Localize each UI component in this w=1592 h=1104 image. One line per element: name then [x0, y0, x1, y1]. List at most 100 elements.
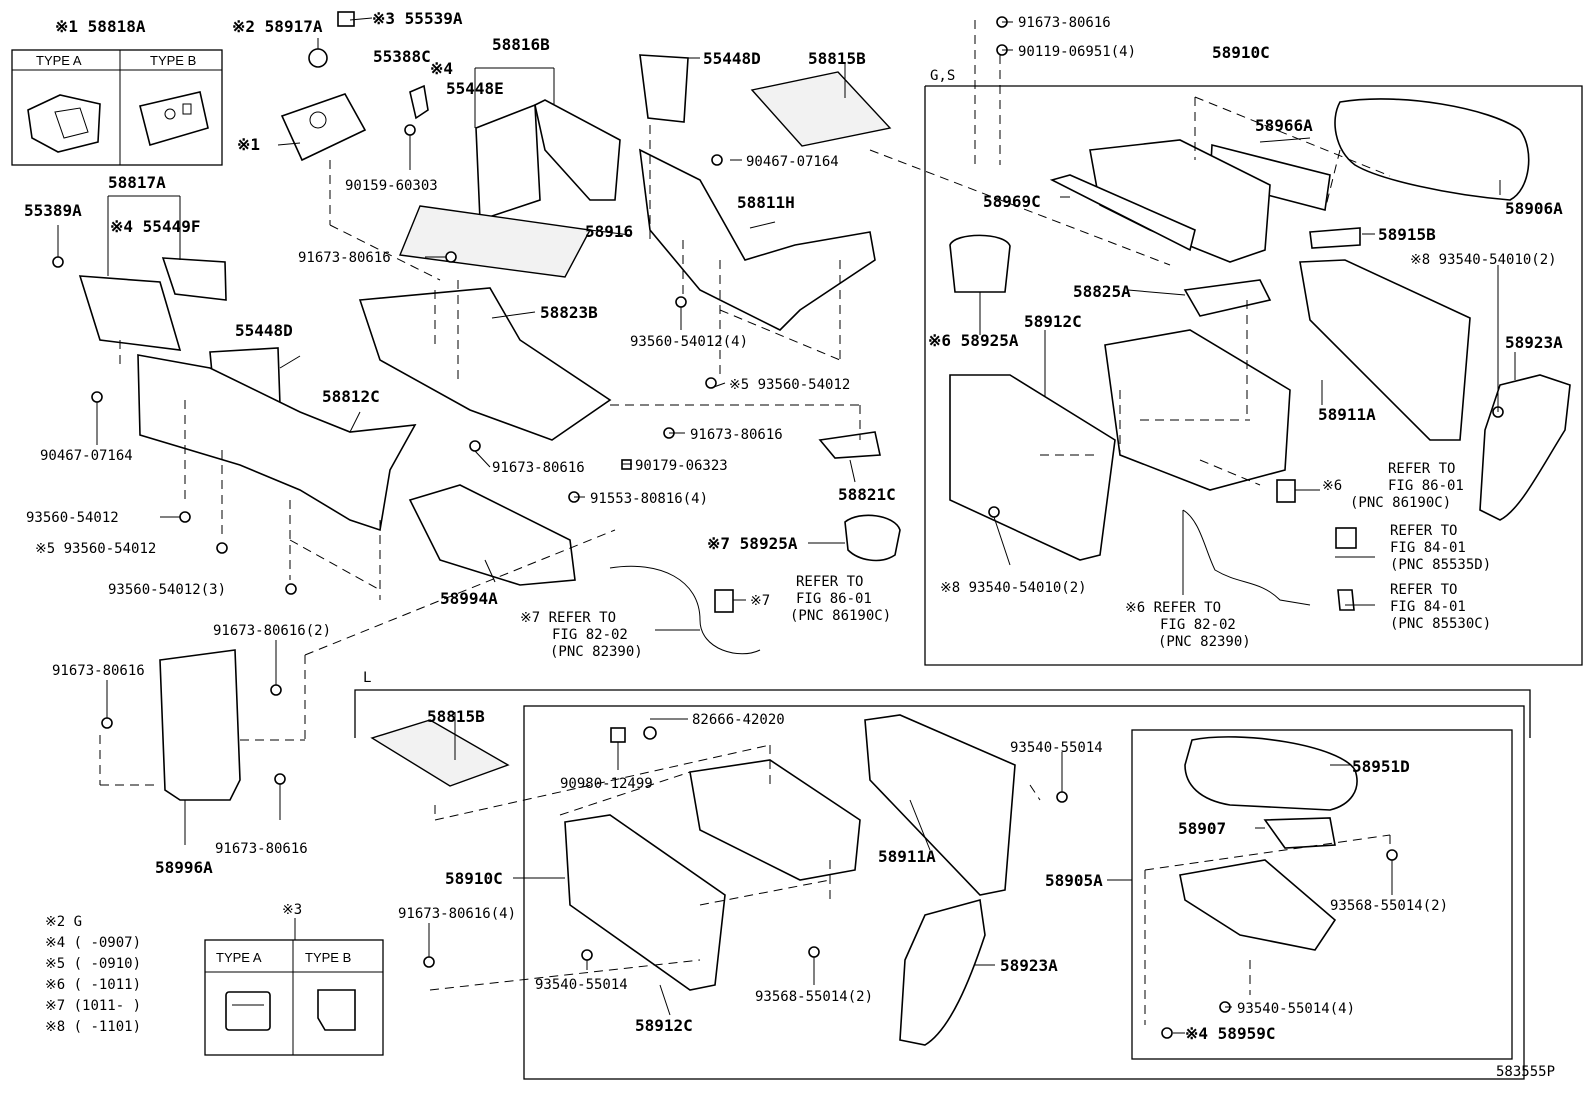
- switch-knob-icon: [309, 111, 327, 129]
- ref82-b-line3: (PNC 82390): [1158, 634, 1251, 650]
- label-91673-b: 91673-80616: [690, 427, 783, 443]
- ref86-b-line3: (PNC 86190C): [1350, 495, 1451, 511]
- label-58905a: 58905A: [1045, 871, 1103, 890]
- panel-part-58923a-top: [1479, 374, 1571, 521]
- ref82-b-line1: ※6 REFER TO: [1125, 600, 1221, 616]
- label-93540-4: 93540-55014(4): [1237, 1001, 1355, 1017]
- part-58915b: [1309, 227, 1361, 249]
- label-star6c: ※6: [1322, 478, 1342, 494]
- bolt-90467-mid-icon: [711, 154, 723, 166]
- label-58910c-top: 58910C: [1212, 43, 1270, 62]
- switch-part-55539a: [337, 11, 355, 27]
- bolt-90159-icon: [404, 124, 416, 136]
- screw-93540-55014-b-icon: [581, 949, 593, 961]
- region-label-l: L: [363, 670, 371, 686]
- bolt-91673-2-icon: [270, 684, 282, 696]
- panel-part-55449f: [161, 257, 227, 301]
- label-star7b: ※7: [750, 593, 770, 609]
- label-58916: 58916: [585, 222, 633, 241]
- label-91553: 91553-80816(4): [590, 491, 708, 507]
- panel-part-58811h: [639, 148, 876, 331]
- ref82-a-line1: ※7 REFER TO: [520, 610, 616, 626]
- l-region-outline: [354, 689, 1531, 738]
- connector-part-86190c-b: [1276, 479, 1296, 503]
- label-90179: 90179-06323: [635, 458, 728, 474]
- screw-93568-2b-icon: [808, 946, 820, 958]
- bracket-part-55388c: [409, 84, 429, 120]
- part-58907: [1263, 817, 1336, 849]
- label-58811h: 58811H: [737, 193, 795, 212]
- label-58923a-top: 58923A: [1505, 333, 1563, 352]
- label-58951d: 58951D: [1352, 757, 1410, 776]
- panel-part-58911a-bot: [864, 714, 1016, 896]
- clip-55389a-icon: [52, 256, 64, 268]
- type-b-header: TYPE B: [150, 53, 196, 68]
- type-a-header: TYPE A: [36, 53, 82, 68]
- console-box-part-58912c: [1104, 329, 1291, 491]
- label-91673-top: 91673-80616: [1018, 15, 1111, 31]
- label-91673-d: 91673-80616: [52, 663, 145, 679]
- bolt-91673-c-icon: [469, 440, 481, 452]
- mat-part-58815b-bot: [370, 719, 510, 787]
- ref82-a-line3: (PNC 82390): [550, 644, 643, 660]
- type-b-bezel-switch: [182, 103, 192, 115]
- bolt-91673-e-icon: [274, 773, 286, 785]
- label-82666: 82666-42020: [692, 712, 785, 728]
- legend-2: ※2 G: [45, 914, 82, 930]
- label-58816b: 58816B: [492, 35, 550, 54]
- panel-part-55448e: [475, 103, 541, 222]
- label-93560-a: 93560-54012: [26, 510, 119, 526]
- label-58825a: 58825A: [1073, 282, 1131, 301]
- armrest-subframe: [1131, 729, 1513, 1060]
- bolt-91673-4-icon: [423, 956, 435, 968]
- switch-bezel-58917a: [280, 93, 367, 162]
- connector-part-86190c-a: [714, 589, 734, 613]
- type-b-header-2: TYPE B: [305, 950, 351, 965]
- diagram-id: 583555P: [1496, 1064, 1555, 1080]
- gs-region-frame: [924, 85, 1583, 666]
- type-a-header-2: TYPE A: [216, 950, 262, 965]
- label-93540-8b: ※8 93540-54010(2): [940, 580, 1087, 596]
- label-58923a-bot: 58923A: [1000, 956, 1058, 975]
- legend-8: ※8 ( -1101): [45, 1019, 141, 1035]
- label-58912c-top: 58912C: [1024, 312, 1082, 331]
- label-58823b: 58823B: [540, 303, 598, 322]
- legend-7: ※7 (1011- ): [45, 998, 141, 1014]
- label-55388c: 55388C: [373, 47, 431, 66]
- ref86-b-line2: FIG 86-01: [1388, 478, 1464, 494]
- legend-6: ※6 ( -1011): [45, 977, 141, 993]
- footnote-legend: ※2 G ※4 ( -0907) ※5 ( -0910) ※6 ( -1011)…: [45, 914, 141, 1035]
- ref82-b-line2: FIG 82-02: [1160, 617, 1236, 633]
- label-90980: 90980-12499: [560, 776, 653, 792]
- label-90119: 90119-06951(4): [1018, 44, 1136, 60]
- clip-90467-left-icon: [91, 391, 103, 403]
- label-55389a: 55389A: [24, 201, 82, 220]
- mat-part-58916: [399, 205, 592, 278]
- bolt-91673-d-icon: [101, 717, 113, 729]
- label-58818a: ※1 58818A: [55, 17, 146, 36]
- ref86-a-line2: FIG 86-01: [796, 591, 872, 607]
- label-55539a: ※3 55539A: [372, 9, 463, 28]
- type-a-bezel-shape: [27, 94, 101, 153]
- label-58817a: 58817A: [108, 173, 166, 192]
- label-star1: ※1: [237, 135, 260, 154]
- label-91673-4: 91673-80616(4): [398, 906, 516, 922]
- label-93560-s5b: ※5 93560-54012: [35, 541, 156, 557]
- part-labels: ※1 58818A ※2 58917A ※3 55539A 55388C ※4 …: [24, 9, 1563, 1043]
- label-58910c-bot: 58910C: [445, 869, 503, 888]
- label-58994a: 58994A: [440, 589, 498, 608]
- label-58821c: 58821C: [838, 485, 896, 504]
- type-a-bezel-opening: [54, 107, 89, 139]
- connector-part-85535d: [1335, 527, 1357, 549]
- console-part-58823b: [358, 287, 612, 441]
- type-table-3-note: ※3: [282, 902, 302, 918]
- ref82-a-line2: FIG 82-02: [552, 627, 628, 643]
- harness-part-82390-a: [609, 565, 761, 655]
- label-93560-3: 93560-54012(3): [108, 582, 226, 598]
- label-90467-left: 90467-07164: [40, 448, 133, 464]
- label-93560-4: 93560-54012(4): [630, 334, 748, 350]
- panel-part-55448d-top: [639, 54, 689, 123]
- bracket-part-58821c: [818, 431, 881, 459]
- ref84-a-line2: FIG 84-01: [1390, 540, 1466, 556]
